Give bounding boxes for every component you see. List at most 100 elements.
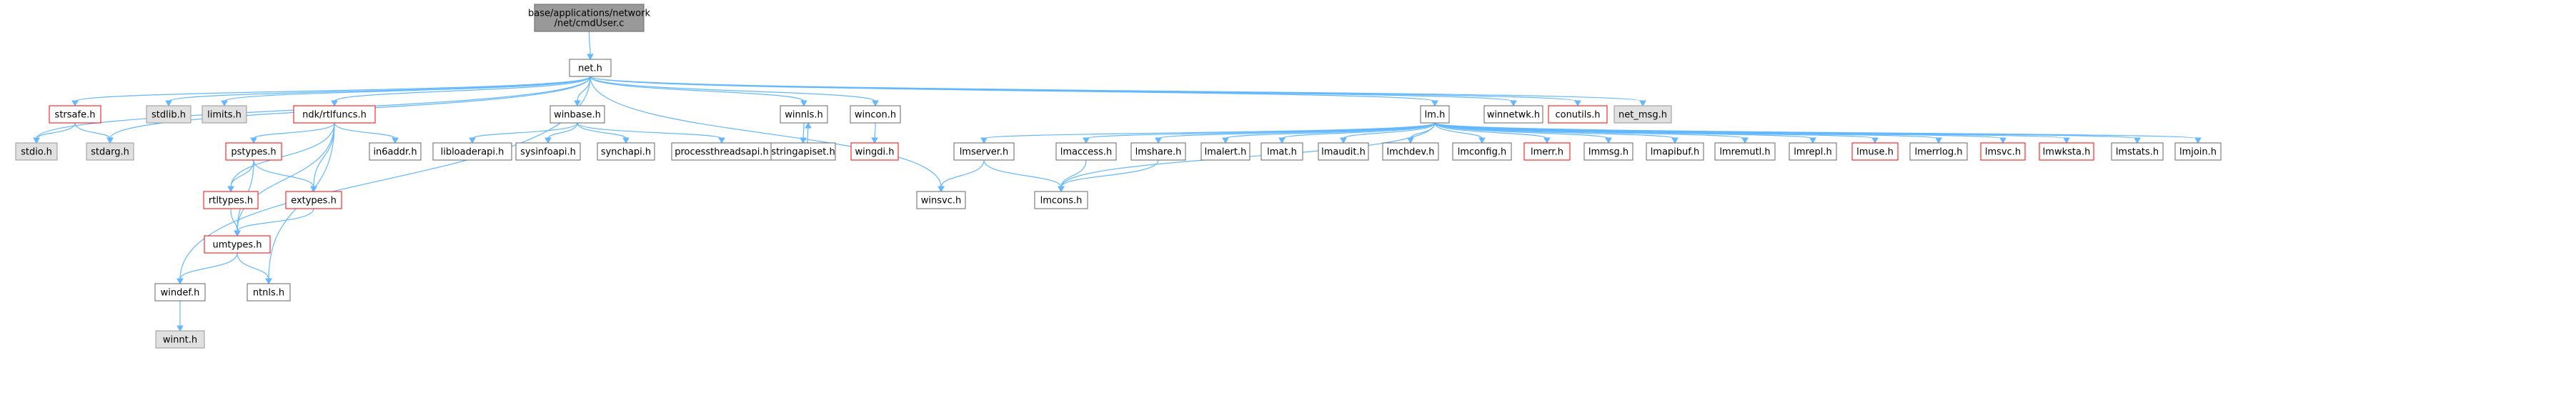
node-label: lmalert.h: [1205, 147, 1247, 158]
node-stdio: stdio.h: [15, 142, 58, 161]
edge-net-to-conutils: [590, 76, 1578, 102]
node-lmwksta[interactable]: lmwksta.h: [2039, 142, 2094, 161]
edge-arrowhead-umtypes-to-ntnls: [265, 278, 272, 285]
node-libloader[interactable]: libloaderapi.h: [432, 142, 512, 161]
node-lmsvc[interactable]: lmsvc.h: [1980, 142, 2026, 161]
node-box: [247, 283, 291, 302]
edges-layer: [33, 31, 2202, 332]
node-lmat[interactable]: lmat.h: [1260, 142, 1303, 161]
node-box: [1055, 142, 1117, 161]
node-label: pstypes.h: [231, 147, 276, 158]
edge-lm-to-lmjoin: [1434, 122, 2199, 139]
node-lmcons[interactable]: lmcons.h: [1034, 191, 1088, 209]
edge-lm-to-lmerr: [1434, 122, 1548, 139]
node-lmserver[interactable]: lmserver.h: [953, 142, 1015, 161]
node-label-line: pstypes.h: [231, 147, 276, 158]
node-winbase[interactable]: winbase.h: [549, 105, 605, 124]
node-label-line: lmaccess.h: [1060, 147, 1112, 158]
node-label-line: wingdi.h: [855, 147, 895, 158]
edge-arrowhead-net-to-wincon: [872, 100, 879, 107]
node-box: [569, 59, 612, 77]
node-winnls[interactable]: winnls.h: [780, 105, 828, 124]
node-box: [2174, 142, 2222, 161]
node-lmalert[interactable]: lmalert.h: [1200, 142, 1250, 161]
edge-net-to-winsvc: [590, 76, 942, 188]
node-box: [1382, 142, 1439, 161]
node-box: [953, 142, 1015, 161]
node-lmrepl[interactable]: lmrepl.h: [1789, 142, 1837, 161]
node-umtypes[interactable]: umtypes.h: [204, 235, 271, 254]
edge-arrowhead-lmshare-to-lmcons: [1058, 186, 1065, 193]
node-label-line: umtypes.h: [212, 240, 262, 251]
node-processthreads[interactable]: processthreadsapi.h: [671, 142, 772, 161]
node-in6addr[interactable]: in6addr.h: [369, 142, 422, 161]
node-lmuse[interactable]: lmuse.h: [1851, 142, 1899, 161]
node-lmjoin[interactable]: lmjoin.h: [2174, 142, 2222, 161]
node-label-line: lmalert.h: [1205, 147, 1247, 158]
node-pstypes[interactable]: pstypes.h: [225, 142, 282, 161]
node-label: winsvc.h: [921, 196, 961, 207]
node-winsvc[interactable]: winsvc.h: [916, 191, 966, 209]
node-lm[interactable]: lm.h: [1420, 105, 1450, 124]
node-label: lmshare.h: [1135, 147, 1182, 158]
node-label-line: windef.h: [161, 288, 200, 299]
node-label: winbase.h: [554, 110, 601, 121]
node-label: lmerr.h: [1531, 147, 1563, 158]
edge-lmserver-to-lmcons: [983, 159, 1062, 188]
node-label-line: lmconfig.h: [1458, 147, 1506, 158]
edge-strsafe-to-stdio: [36, 122, 76, 139]
edge-winbase-to-libloader: [472, 122, 578, 139]
edge-arrowhead-winbase-to-sysinfo: [544, 137, 552, 144]
node-lmerrlog[interactable]: lmerrlog.h: [1909, 142, 1968, 161]
node-box: [770, 142, 836, 161]
node-lmconfig[interactable]: lmconfig.h: [1452, 142, 1512, 161]
edge-winnls-to-stringapiset: [802, 122, 805, 139]
node-lmmsg[interactable]: lmmsg.h: [1583, 142, 1633, 161]
node-net[interactable]: net.h: [569, 59, 612, 77]
edge-pstypes-to-rtltypes: [230, 159, 254, 188]
node-strsafe[interactable]: strsafe.h: [49, 105, 101, 124]
node-label: lmchdev.h: [1387, 147, 1435, 158]
node-box: [1420, 105, 1450, 124]
node-box: [1583, 142, 1633, 161]
node-label-line: rtltypes.h: [209, 196, 253, 207]
node-box: [1318, 142, 1369, 161]
node-windef[interactable]: windef.h: [154, 283, 206, 302]
node-lmstats[interactable]: lmstats.h: [2111, 142, 2164, 161]
node-box: [597, 142, 655, 161]
node-label-line: lmmsg.h: [1588, 147, 1628, 158]
node-label-line: /net/cmdUser.c: [555, 19, 625, 29]
edge-net-to-ndk: [334, 76, 591, 102]
node-lmremutl[interactable]: lmremutl.h: [1714, 142, 1776, 161]
node-wincon[interactable]: wincon.h: [850, 105, 901, 124]
node-lmapibuf[interactable]: lmapibuf.h: [1646, 142, 1704, 161]
node-conutils[interactable]: conutils.h: [1548, 105, 1608, 124]
node-box: [285, 191, 342, 209]
node-lmshare[interactable]: lmshare.h: [1130, 142, 1186, 161]
edge-lm-to-lmaudit: [1343, 122, 1436, 139]
edge-arrowhead-lm-to-lmsvc: [1999, 137, 2006, 144]
node-sysinfo[interactable]: sysinfoapi.h: [515, 142, 581, 161]
edge-arrowhead-ndk-to-pstypes: [250, 137, 257, 144]
node-ndk[interactable]: ndk/rtlfuncs.h: [293, 105, 376, 124]
node-lmerr[interactable]: lmerr.h: [1523, 142, 1571, 161]
node-extypes[interactable]: extypes.h: [285, 191, 342, 209]
edge-umtypes-to-windef: [179, 252, 238, 280]
node-winnetwk[interactable]: winnetwk.h: [1483, 105, 1543, 124]
node-synchapi[interactable]: synchapi.h: [597, 142, 655, 161]
edge-lm-to-lmaccess: [1085, 122, 1436, 139]
node-stringapiset[interactable]: stringapiset.h: [770, 142, 836, 161]
node-label-line: ndk/rtlfuncs.h: [302, 110, 367, 121]
node-ntnls[interactable]: ntnls.h: [247, 283, 291, 302]
node-box: [1483, 105, 1543, 124]
node-wingdi[interactable]: wingdi.h: [850, 142, 899, 161]
node-lmaudit[interactable]: lmaudit.h: [1318, 142, 1369, 161]
node-box: [15, 142, 58, 161]
node-box: [671, 142, 772, 161]
edge-arrowhead-lm-to-lmapibuf: [1671, 137, 1679, 144]
node-box: [202, 105, 247, 124]
node-label: strsafe.h: [55, 110, 96, 121]
node-rtltypes[interactable]: rtltypes.h: [203, 191, 259, 209]
node-lmaccess[interactable]: lmaccess.h: [1055, 142, 1117, 161]
node-lmchdev[interactable]: lmchdev.h: [1382, 142, 1439, 161]
